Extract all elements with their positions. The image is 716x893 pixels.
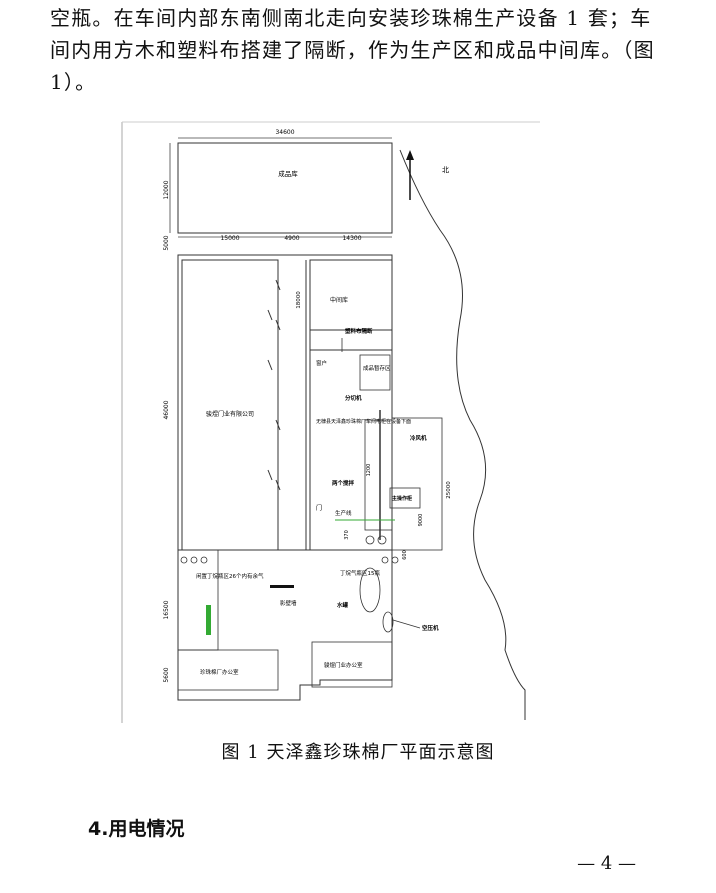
main-building-outline bbox=[177, 254, 393, 701]
north-arrow-head bbox=[406, 150, 414, 160]
body-paragraph: 空瓶。在车间内部东南侧南北走向安装珍珠棉生产设备 1 套；车 间内用方木和塑料布… bbox=[50, 2, 655, 98]
body-line-2: 间内用方木和塑料布搭建了隔断，作为生产区和成品中间库。（图 bbox=[50, 38, 655, 62]
valve-b bbox=[190, 556, 198, 564]
boundary-line bbox=[399, 149, 526, 720]
water-tank-ellipse bbox=[359, 567, 381, 613]
door-label: 门 bbox=[316, 504, 322, 512]
figure-caption: 图 1 天泽鑫珍珠棉厂平面示意图 bbox=[221, 742, 495, 763]
dim-equip-height: 9000 bbox=[418, 514, 424, 527]
compressor-ellipse bbox=[382, 611, 394, 633]
door-marks-right bbox=[267, 309, 273, 481]
floor-plan-figure: 34600 成品库 12000 15000 4900 14300 5000 46… bbox=[120, 120, 540, 723]
plastic-partition-label: 塑料布隔断 bbox=[345, 327, 373, 335]
jun-office-room bbox=[311, 641, 393, 688]
tank-circle-a bbox=[365, 535, 375, 545]
company-room bbox=[181, 259, 279, 551]
dim-small-1200: 1200 bbox=[366, 464, 372, 477]
dim-total-width: 34600 bbox=[275, 129, 294, 136]
finished-warehouse-room bbox=[177, 142, 393, 234]
screen-wall-bar bbox=[270, 585, 294, 588]
right-equipment-zone bbox=[391, 417, 443, 551]
window-label: 窗户 bbox=[316, 359, 327, 367]
pearl-office-label: 珍珠棉厂办公室 bbox=[200, 668, 239, 676]
butane-area-label: 丁烷气瓶区15瓶 bbox=[340, 569, 380, 577]
company-label: 骏煜门业有限公司 bbox=[206, 410, 254, 418]
compressor-pointer bbox=[392, 619, 421, 629]
idle-area-label: 闲置丁烷瓶区26个内有余气 bbox=[196, 572, 264, 580]
dim-office-height: 5600 bbox=[163, 667, 170, 682]
production-line-label: 生产线 bbox=[335, 509, 352, 517]
valve-a bbox=[180, 556, 188, 564]
dim-mid-store-height: 18000 bbox=[296, 291, 302, 309]
factory-note-label: 无棣县天泽鑫珍珠棉厂车间电柜在设备下面 bbox=[316, 418, 411, 425]
dim-strip-height: 5000 bbox=[163, 235, 170, 250]
main-console-box bbox=[389, 487, 421, 509]
intermediate-store-label: 中间库 bbox=[330, 296, 348, 304]
dim-mid-width: 4900 bbox=[284, 235, 299, 242]
dim-main-height: 46000 bbox=[163, 400, 170, 419]
dim-top-height: 12000 bbox=[163, 180, 170, 199]
valve-d bbox=[381, 556, 389, 564]
air-compressor-label: 空压机 bbox=[422, 624, 439, 632]
jun-office-label: 骏煜门业办公室 bbox=[324, 661, 363, 669]
body-line-3: 1）。 bbox=[50, 70, 97, 94]
door-marks-left bbox=[275, 279, 281, 491]
floor-plan-svg: 34600 成品库 12000 15000 4900 14300 5000 46… bbox=[121, 121, 540, 723]
dim-bottom-height: 16500 bbox=[163, 600, 170, 619]
tank-circle-b bbox=[377, 535, 387, 545]
dim-small-370: 370 bbox=[344, 530, 350, 540]
two-mixers-label: 两个搅拌 bbox=[332, 479, 355, 487]
body-line-1: 空瓶。在车间内部东南侧南北走向安装珍珠棉生产设备 1 套；车 bbox=[50, 6, 652, 30]
valve-e bbox=[391, 556, 399, 564]
section-heading: 4.用电情况 bbox=[88, 818, 185, 840]
screen-wall-label: 影壁墙 bbox=[280, 599, 297, 607]
dim-small-600: 600 bbox=[402, 550, 408, 560]
page-number: — 4 — bbox=[577, 853, 636, 874]
cooler-label: 冷风机 bbox=[410, 434, 427, 442]
pearl-office-room bbox=[177, 649, 279, 691]
dim-right-height: 25000 bbox=[446, 481, 452, 499]
slitter-label: 分切机 bbox=[345, 394, 362, 402]
finished-warehouse-label: 成品库 bbox=[278, 169, 298, 178]
north-label: 北 bbox=[442, 166, 449, 174]
valve-c bbox=[200, 556, 208, 564]
temp-storage-room bbox=[359, 354, 391, 391]
dim-right-width: 14300 bbox=[342, 235, 361, 242]
green-cylinders bbox=[206, 605, 211, 635]
idle-area-room bbox=[177, 549, 219, 651]
intermediate-store-room bbox=[309, 259, 393, 331]
dim-left-width: 15000 bbox=[220, 235, 239, 242]
temp-storage-label: 成品暂存区 bbox=[363, 364, 391, 372]
water-tank-label: 水罐 bbox=[337, 601, 349, 609]
main-console-label: 主操作柜 bbox=[392, 495, 412, 502]
